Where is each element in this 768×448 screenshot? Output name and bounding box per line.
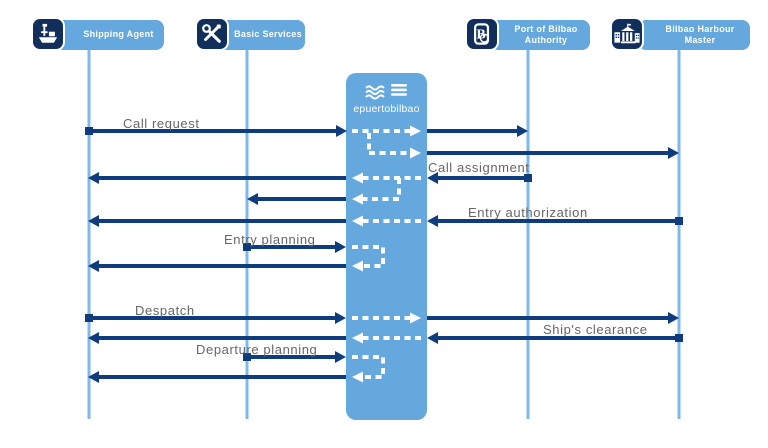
waves-bars-logo-icon — [364, 84, 407, 100]
port-authority-logo-icon: B — [467, 19, 497, 49]
actor-basic-services: Basic Services — [219, 20, 305, 50]
actor-shipping-agent: Shipping Agent — [55, 20, 164, 50]
message-label-call-request: Call request — [123, 116, 200, 131]
actor-bilbao-harbour-master: Bilbao Harbour Master — [638, 20, 750, 50]
message-label-departure-planning: Departure planning — [196, 342, 318, 357]
ship-icon — [33, 19, 63, 49]
actor-shipping-agent-label: Shipping Agent — [83, 29, 154, 40]
svg-text:B: B — [476, 27, 485, 42]
actor-harbour-master-label: Bilbao Harbour Master — [665, 23, 735, 45]
building-icon — [612, 19, 642, 49]
system-name: epuertobilbao — [353, 103, 420, 115]
message-label-entry-planning: Entry planning — [224, 232, 316, 247]
message-call-assignment-arrow — [88, 172, 532, 205]
tools-icon — [197, 19, 227, 49]
message-label-entry-authorization: Entry authorization — [468, 205, 588, 220]
message-label-despatch: Despatch — [135, 303, 195, 318]
actor-port-of-bilbao-authority: Port of Bilbao Authority — [490, 20, 590, 50]
message-label-call-assignment: Call assignment — [428, 160, 530, 175]
system-box-epuertobilbao: epuertobilbao — [346, 73, 427, 420]
message-label-ships-clearance: Ship's clearance — [543, 322, 648, 337]
actor-port-authority-label: Port of Bilbao Authority — [514, 23, 578, 45]
actor-basic-services-label: Basic Services — [234, 29, 302, 40]
